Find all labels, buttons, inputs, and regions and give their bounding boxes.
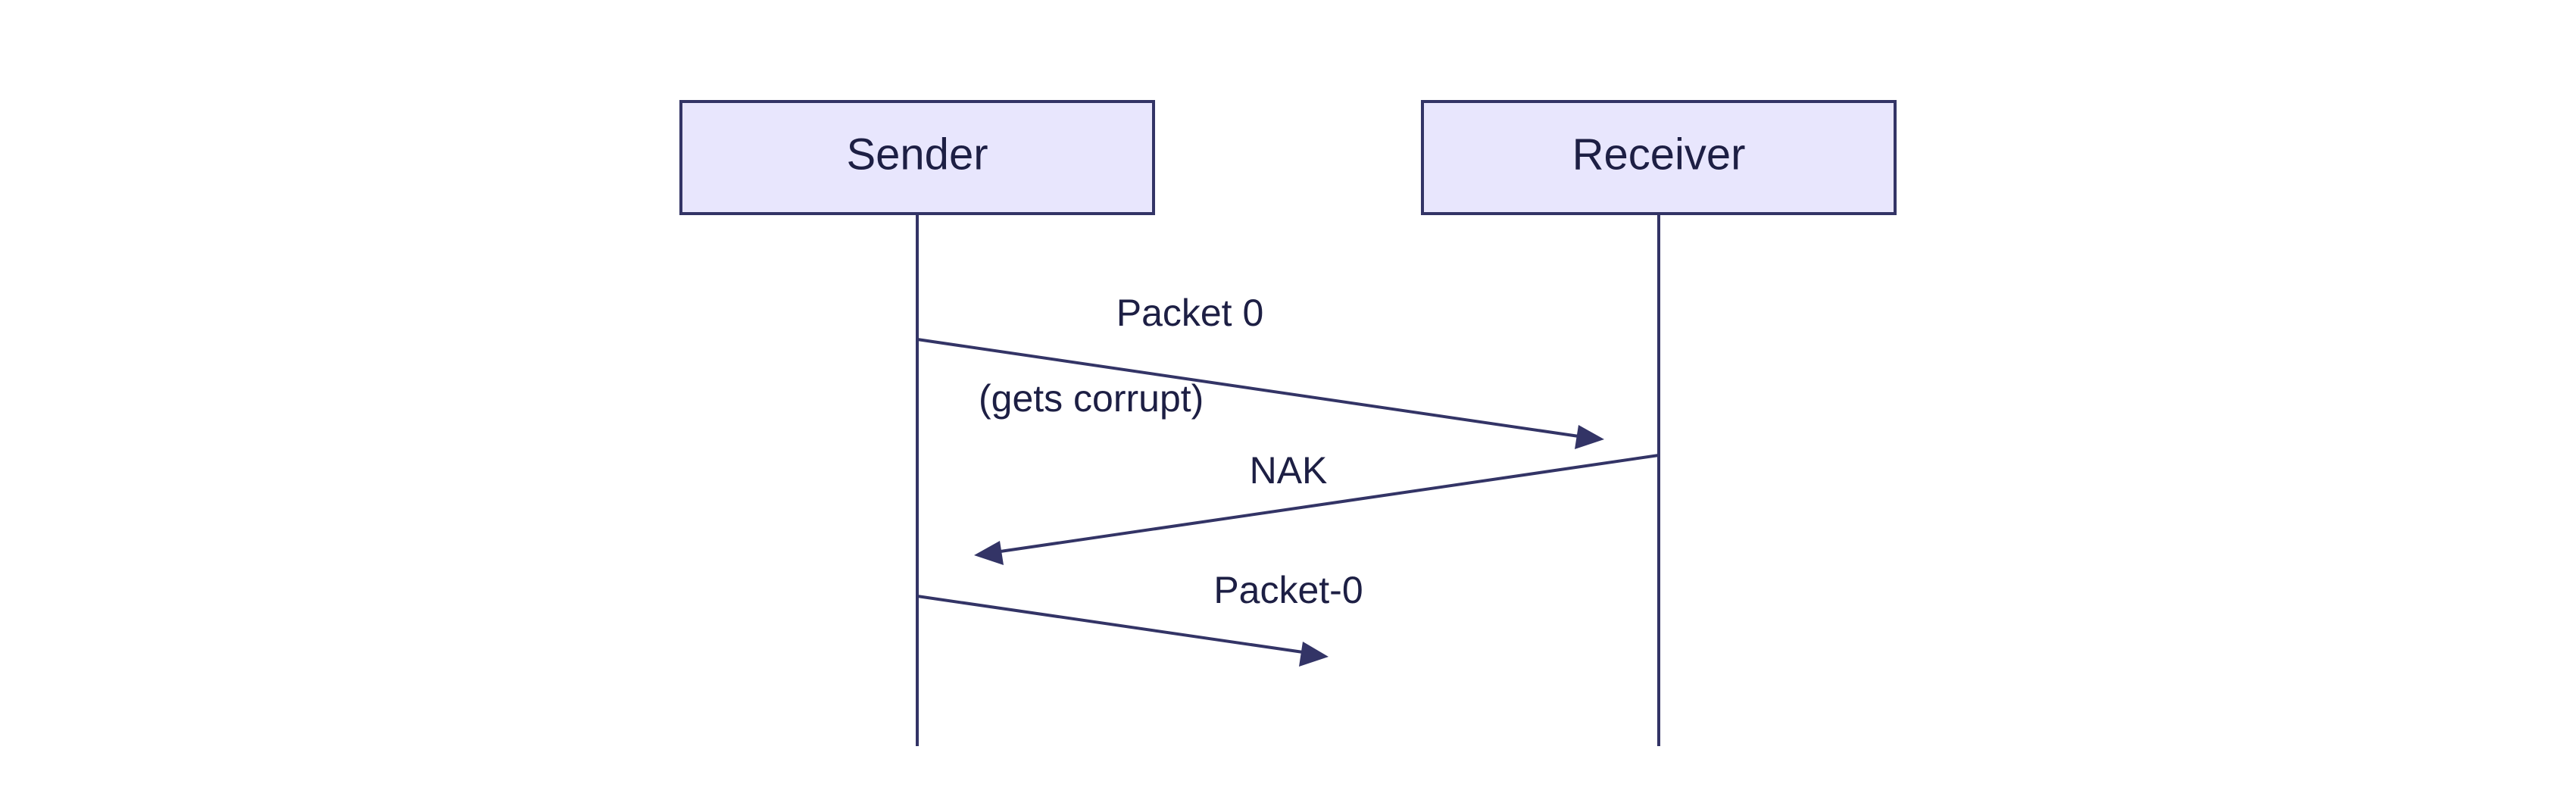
message-packet-0-retransmit: Packet-0 (916, 569, 1363, 667)
message-nak-line (989, 454, 1660, 554)
message-nak-arrowhead (974, 541, 1004, 565)
actor-sender: Sender (679, 100, 1155, 215)
actor-receiver-label: Receiver (1572, 130, 1746, 179)
message-packet-0-arrowhead (1575, 425, 1604, 449)
actor-sender-box (679, 100, 1155, 215)
actor-sender-label: Sender (846, 130, 988, 179)
message-packet-0-retransmit-arrowhead (1299, 642, 1329, 667)
note-gets-corrupt: (gets corrupt) (979, 377, 1204, 420)
message-nak: NAK (974, 449, 1660, 565)
message-packet-0-label: Packet 0 (1116, 292, 1264, 334)
message-packet-0-retransmit-line (916, 595, 1314, 655)
message-packet-0-line (916, 338, 1590, 439)
message-packet-0-retransmit-label: Packet-0 (1213, 569, 1363, 611)
actor-receiver-box (1421, 100, 1897, 215)
actor-receiver: Receiver (1421, 100, 1897, 215)
message-nak-label: NAK (1250, 449, 1328, 492)
message-packet-0: Packet 0 (916, 292, 1604, 449)
